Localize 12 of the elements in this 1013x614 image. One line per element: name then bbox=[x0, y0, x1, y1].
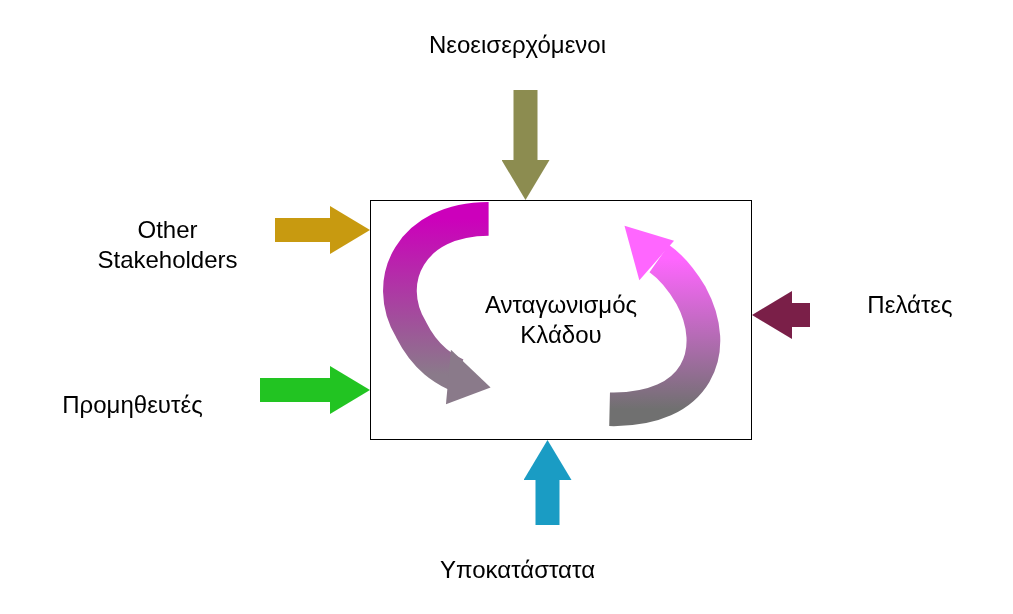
block-arrow bbox=[501, 90, 550, 200]
force-label: Other Stakeholders bbox=[96, 215, 239, 275]
force-label: Υποκατάστατα bbox=[440, 554, 595, 585]
block-arrow bbox=[260, 366, 370, 414]
block-arrow bbox=[275, 206, 370, 254]
industry-box bbox=[370, 200, 752, 440]
block-arrow bbox=[752, 291, 810, 339]
force-label: Προμηθευτές bbox=[62, 390, 203, 420]
force-label: Πελάτες bbox=[867, 290, 953, 320]
block-arrow bbox=[523, 440, 572, 525]
industry-label: Ανταγωνισμός Κλάδου bbox=[483, 290, 639, 350]
force-label: Νεοεισερχόμενοι bbox=[428, 30, 607, 60]
